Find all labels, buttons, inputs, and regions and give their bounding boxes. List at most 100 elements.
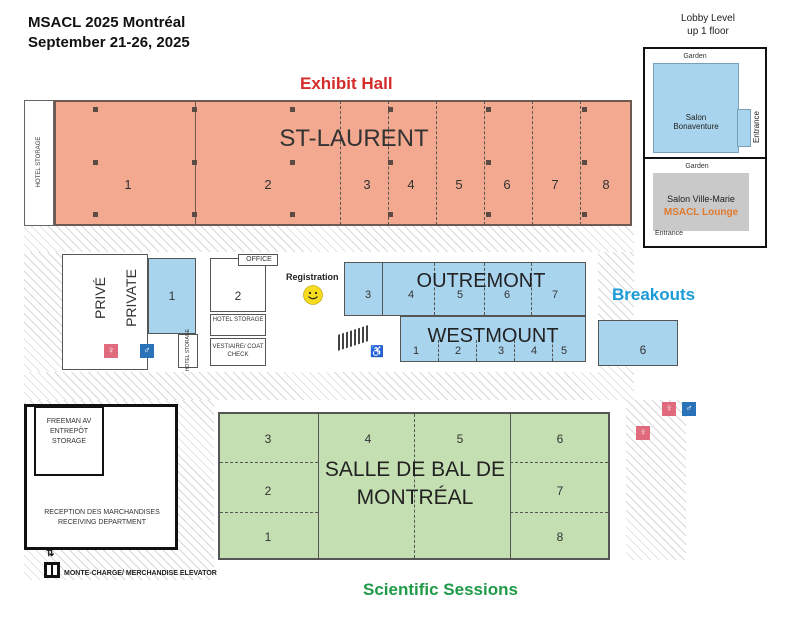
ballroom-divider [414, 414, 415, 558]
womens-restroom-icon: ♀ [104, 344, 118, 358]
accessible-icon: ♿ [370, 346, 384, 358]
pillar [388, 107, 393, 112]
pillar [192, 160, 197, 165]
pillar [486, 212, 491, 217]
pillar [290, 212, 295, 217]
outremont-section-6: 6 [503, 289, 511, 301]
pillar [388, 160, 393, 165]
private-label: PRIVATE [123, 269, 139, 327]
freeman-storage-label: FREEMAN AV ENTREPÔT STORAGE [36, 417, 102, 447]
event-dates: September 21-26, 2025 [28, 34, 190, 51]
hotel-storage-mid-room [210, 314, 266, 336]
ballroom-section-4: 4 [364, 432, 372, 446]
st-laurent-divider-8 [580, 101, 581, 225]
outremont-section-3: 3 [364, 289, 372, 301]
ballroom-section-3: 3 [264, 432, 272, 446]
westmount-name: WESTMOUNT [427, 325, 559, 347]
pillar [290, 160, 295, 165]
pillar [388, 212, 393, 217]
north-corridor [24, 226, 634, 252]
ballroom-name-line1: SALLE DE BAL DE [324, 458, 506, 481]
westmount-section-1: 1 [412, 345, 420, 357]
event-title: MSACL 2025 Montréal [28, 14, 186, 31]
st-laurent-section-3: 3 [363, 177, 371, 192]
mens-restroom-icon: ♂ [140, 344, 154, 358]
st-laurent-divider-3 [340, 101, 341, 225]
bonaventure-annex [737, 109, 751, 147]
outremont-section-4: 4 [407, 289, 415, 301]
ballroom-section-6: 6 [556, 432, 564, 446]
inset-divider [645, 157, 765, 159]
st-laurent-section-1: 1 [124, 177, 132, 192]
south-corridor [24, 372, 634, 400]
st-laurent-section-8: 8 [602, 177, 610, 192]
pillar [93, 212, 98, 217]
outremont-divider [434, 263, 435, 315]
westmount-room[interactable] [400, 316, 586, 362]
pillar [486, 160, 491, 165]
ballroom-divider-h [220, 462, 318, 463]
westmount-section-4: 4 [530, 345, 538, 357]
hotel-storage-small-room [178, 334, 198, 368]
lobby-caption-line1: Lobby Level [681, 13, 735, 24]
ballroom-section-7: 7 [556, 484, 564, 498]
southeast-service-area [626, 400, 686, 560]
ballroom-section-2: 2 [264, 484, 272, 498]
ballroom-name: SALLE DE BAL DE MONTRÉAL [300, 456, 530, 512]
st-laurent-section-7: 7 [551, 177, 559, 192]
lobby-caption-line2: up 1 floor [687, 26, 729, 37]
hotel-storage-left-label: HOTEL STORAGE [36, 136, 42, 188]
freeman-line-2: ENTREPÔT [49, 428, 89, 435]
pillar [192, 107, 197, 112]
st-laurent-section-5: 5 [455, 177, 463, 192]
prive-label: PRIVÉ [92, 277, 108, 320]
elevator-arrows-icon: ⇅ [46, 548, 55, 559]
receiving-department-label: RECEPTION DES MARCHANDISES RECEIVING DEP… [30, 508, 174, 528]
pillar [582, 212, 587, 217]
westmount-divider [476, 340, 477, 361]
breakout-room-1[interactable] [148, 258, 196, 334]
lobby-caption: Lobby Level up 1 floor [660, 12, 756, 38]
receiving-line-2: RECEIVING DEPARTMENT [57, 519, 147, 526]
pillar [582, 160, 587, 165]
hotel-storage-left-room [24, 100, 54, 226]
mens-restroom-icon: ♂ [682, 402, 696, 416]
westmount-divider [514, 340, 515, 361]
ballroom-section-8: 8 [556, 530, 564, 544]
st-laurent-divider-6 [484, 101, 485, 225]
ballroom-section-1: 1 [264, 530, 272, 544]
ballroom-section-5: 5 [456, 432, 464, 446]
st-laurent-name: ST-LAURENT [279, 125, 429, 152]
breakout-room-6-label: 6 [639, 343, 647, 357]
freeman-storage-inner [34, 406, 104, 476]
inset-bottom-entrance: Entrance [654, 230, 684, 237]
lounge-label: MSACL Lounge [663, 207, 739, 218]
outremont-room[interactable] [344, 262, 586, 316]
breakouts-heading: Breakouts [612, 285, 696, 304]
westmount-section-2: 2 [454, 345, 462, 357]
st-laurent-section-4: 4 [407, 177, 415, 192]
pillar [93, 107, 98, 112]
westmount-section-5: 5 [560, 345, 568, 357]
outremont-divider [484, 263, 485, 315]
ballroom-divider-h [510, 462, 608, 463]
pillar [486, 107, 491, 112]
stairs-icon [338, 325, 368, 351]
breakout-room-1-label: 1 [168, 289, 176, 303]
registration-label: Registration [286, 272, 339, 282]
freight-elevator-label: MONTE-CHARGE/ MERCHANDISE ELEVATOR [64, 570, 217, 577]
ballroom-divider-h [220, 512, 318, 513]
breakout-room-6[interactable] [598, 320, 678, 366]
room-2 [210, 258, 266, 312]
westmount-section-3: 3 [497, 345, 505, 357]
hotel-storage-small-label: HOTEL STORAGE [185, 328, 191, 372]
st-laurent-hall[interactable] [54, 100, 632, 226]
west-service-area [24, 252, 62, 372]
freeman-line-1: FREEMAN AV [46, 418, 92, 425]
room-2-label: 2 [234, 289, 242, 303]
salon-label-line1: Salon [685, 113, 707, 122]
womens-restroom-icon: ♀ [662, 402, 676, 416]
freight-elevator-icon [44, 562, 60, 578]
ville-marie-label: Salon Ville-Marie [667, 194, 735, 204]
salon-bonaventure-label: Salon Bonaventure [661, 113, 731, 131]
